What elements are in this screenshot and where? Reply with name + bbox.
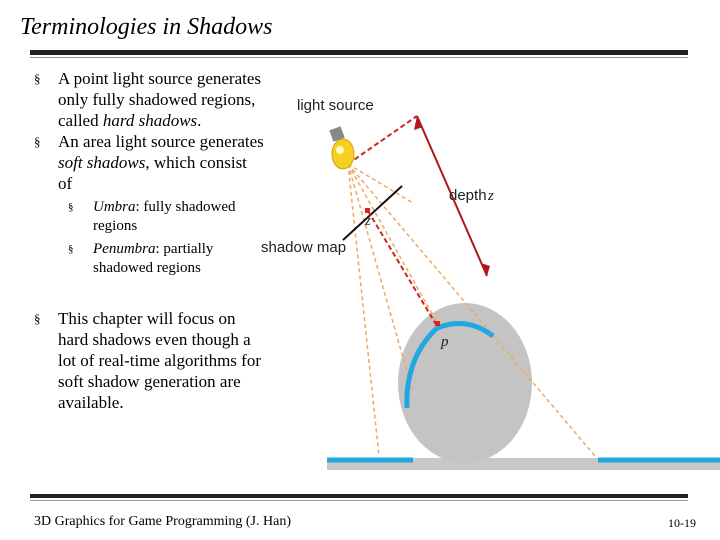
shadow-map-figure: light source shadow map depth z z p xyxy=(261,97,720,470)
light-ray xyxy=(347,163,380,457)
z-marker xyxy=(365,208,370,213)
shadow-edge-sphere xyxy=(404,326,439,409)
light-ray xyxy=(347,163,414,204)
sub-bullet-penumbra: § Penumbra: partially shadowed regions xyxy=(34,240,264,278)
light-source-label: light source xyxy=(297,97,374,114)
title-rule xyxy=(30,50,688,55)
depth-variable-label: z xyxy=(487,188,494,204)
lit-edge-sphere xyxy=(436,321,495,339)
shadow-map-label: shadow map xyxy=(261,239,346,256)
bullet-emphasis: hard shadows xyxy=(102,111,198,130)
sub-bullet-marker-icon: § xyxy=(68,243,74,255)
depth-arrow-head-icon xyxy=(414,116,423,130)
sphere xyxy=(398,303,532,463)
sub-bullet-umbra: § Umbra: fully shadowed regions xyxy=(34,198,264,236)
sub-bullet-marker-icon: § xyxy=(68,201,74,213)
bullet-point-light: § A point light source generates only fu… xyxy=(34,68,264,131)
depth-ray xyxy=(367,210,438,327)
slide-title: Terminologies in Shadows xyxy=(20,14,273,40)
light-rays xyxy=(347,163,596,457)
p-label: p xyxy=(440,334,449,350)
light-ray xyxy=(347,163,441,329)
depth-label: depth xyxy=(449,187,487,204)
light-ray xyxy=(347,163,596,457)
bullet-marker-icon: § xyxy=(34,134,41,149)
bullet-marker-icon: § xyxy=(34,311,41,326)
bullet-text: This chapter will focus on hard shadows … xyxy=(58,309,261,412)
sub-bullet-text: : fully shadowed regions xyxy=(93,199,236,234)
depth-arrow-head-icon xyxy=(481,263,490,276)
bullet-list: § A point light source generates only fu… xyxy=(34,68,264,413)
sub-bullet-text: : partially shadowed regions xyxy=(93,241,214,276)
bullet-text-end: , which consist of xyxy=(58,153,247,193)
bullet-text: A point light source generates only full… xyxy=(58,69,262,130)
title-rule-thin xyxy=(30,57,688,58)
sub-bullet-emphasis: Penumbra xyxy=(93,241,156,257)
depth-ray xyxy=(347,115,418,165)
footer-page-number: 10-19 xyxy=(668,516,696,530)
shadow-map-plane xyxy=(342,185,403,241)
footer-course: 3D Graphics for Game Programming (J. Han… xyxy=(34,514,291,529)
footer-rule-thin xyxy=(30,500,688,501)
bullet-area-light: § An area light source generates soft sh… xyxy=(34,131,264,194)
light-ray xyxy=(347,163,414,394)
bullet-emphasis: soft shadows xyxy=(58,153,146,172)
bullet-marker-icon: § xyxy=(34,71,41,86)
depth-arrow xyxy=(416,115,488,277)
light-bulb-icon xyxy=(329,126,355,170)
footer-rule xyxy=(30,494,688,498)
bullet-text: An area light source generates xyxy=(58,132,264,151)
p-marker xyxy=(435,321,440,326)
bullet-chapter-focus: § This chapter will focus on hard shadow… xyxy=(34,308,264,413)
z-label: z xyxy=(364,213,371,229)
bullet-text-end: . xyxy=(197,111,202,130)
sub-bullet-emphasis: Umbra xyxy=(93,199,136,215)
